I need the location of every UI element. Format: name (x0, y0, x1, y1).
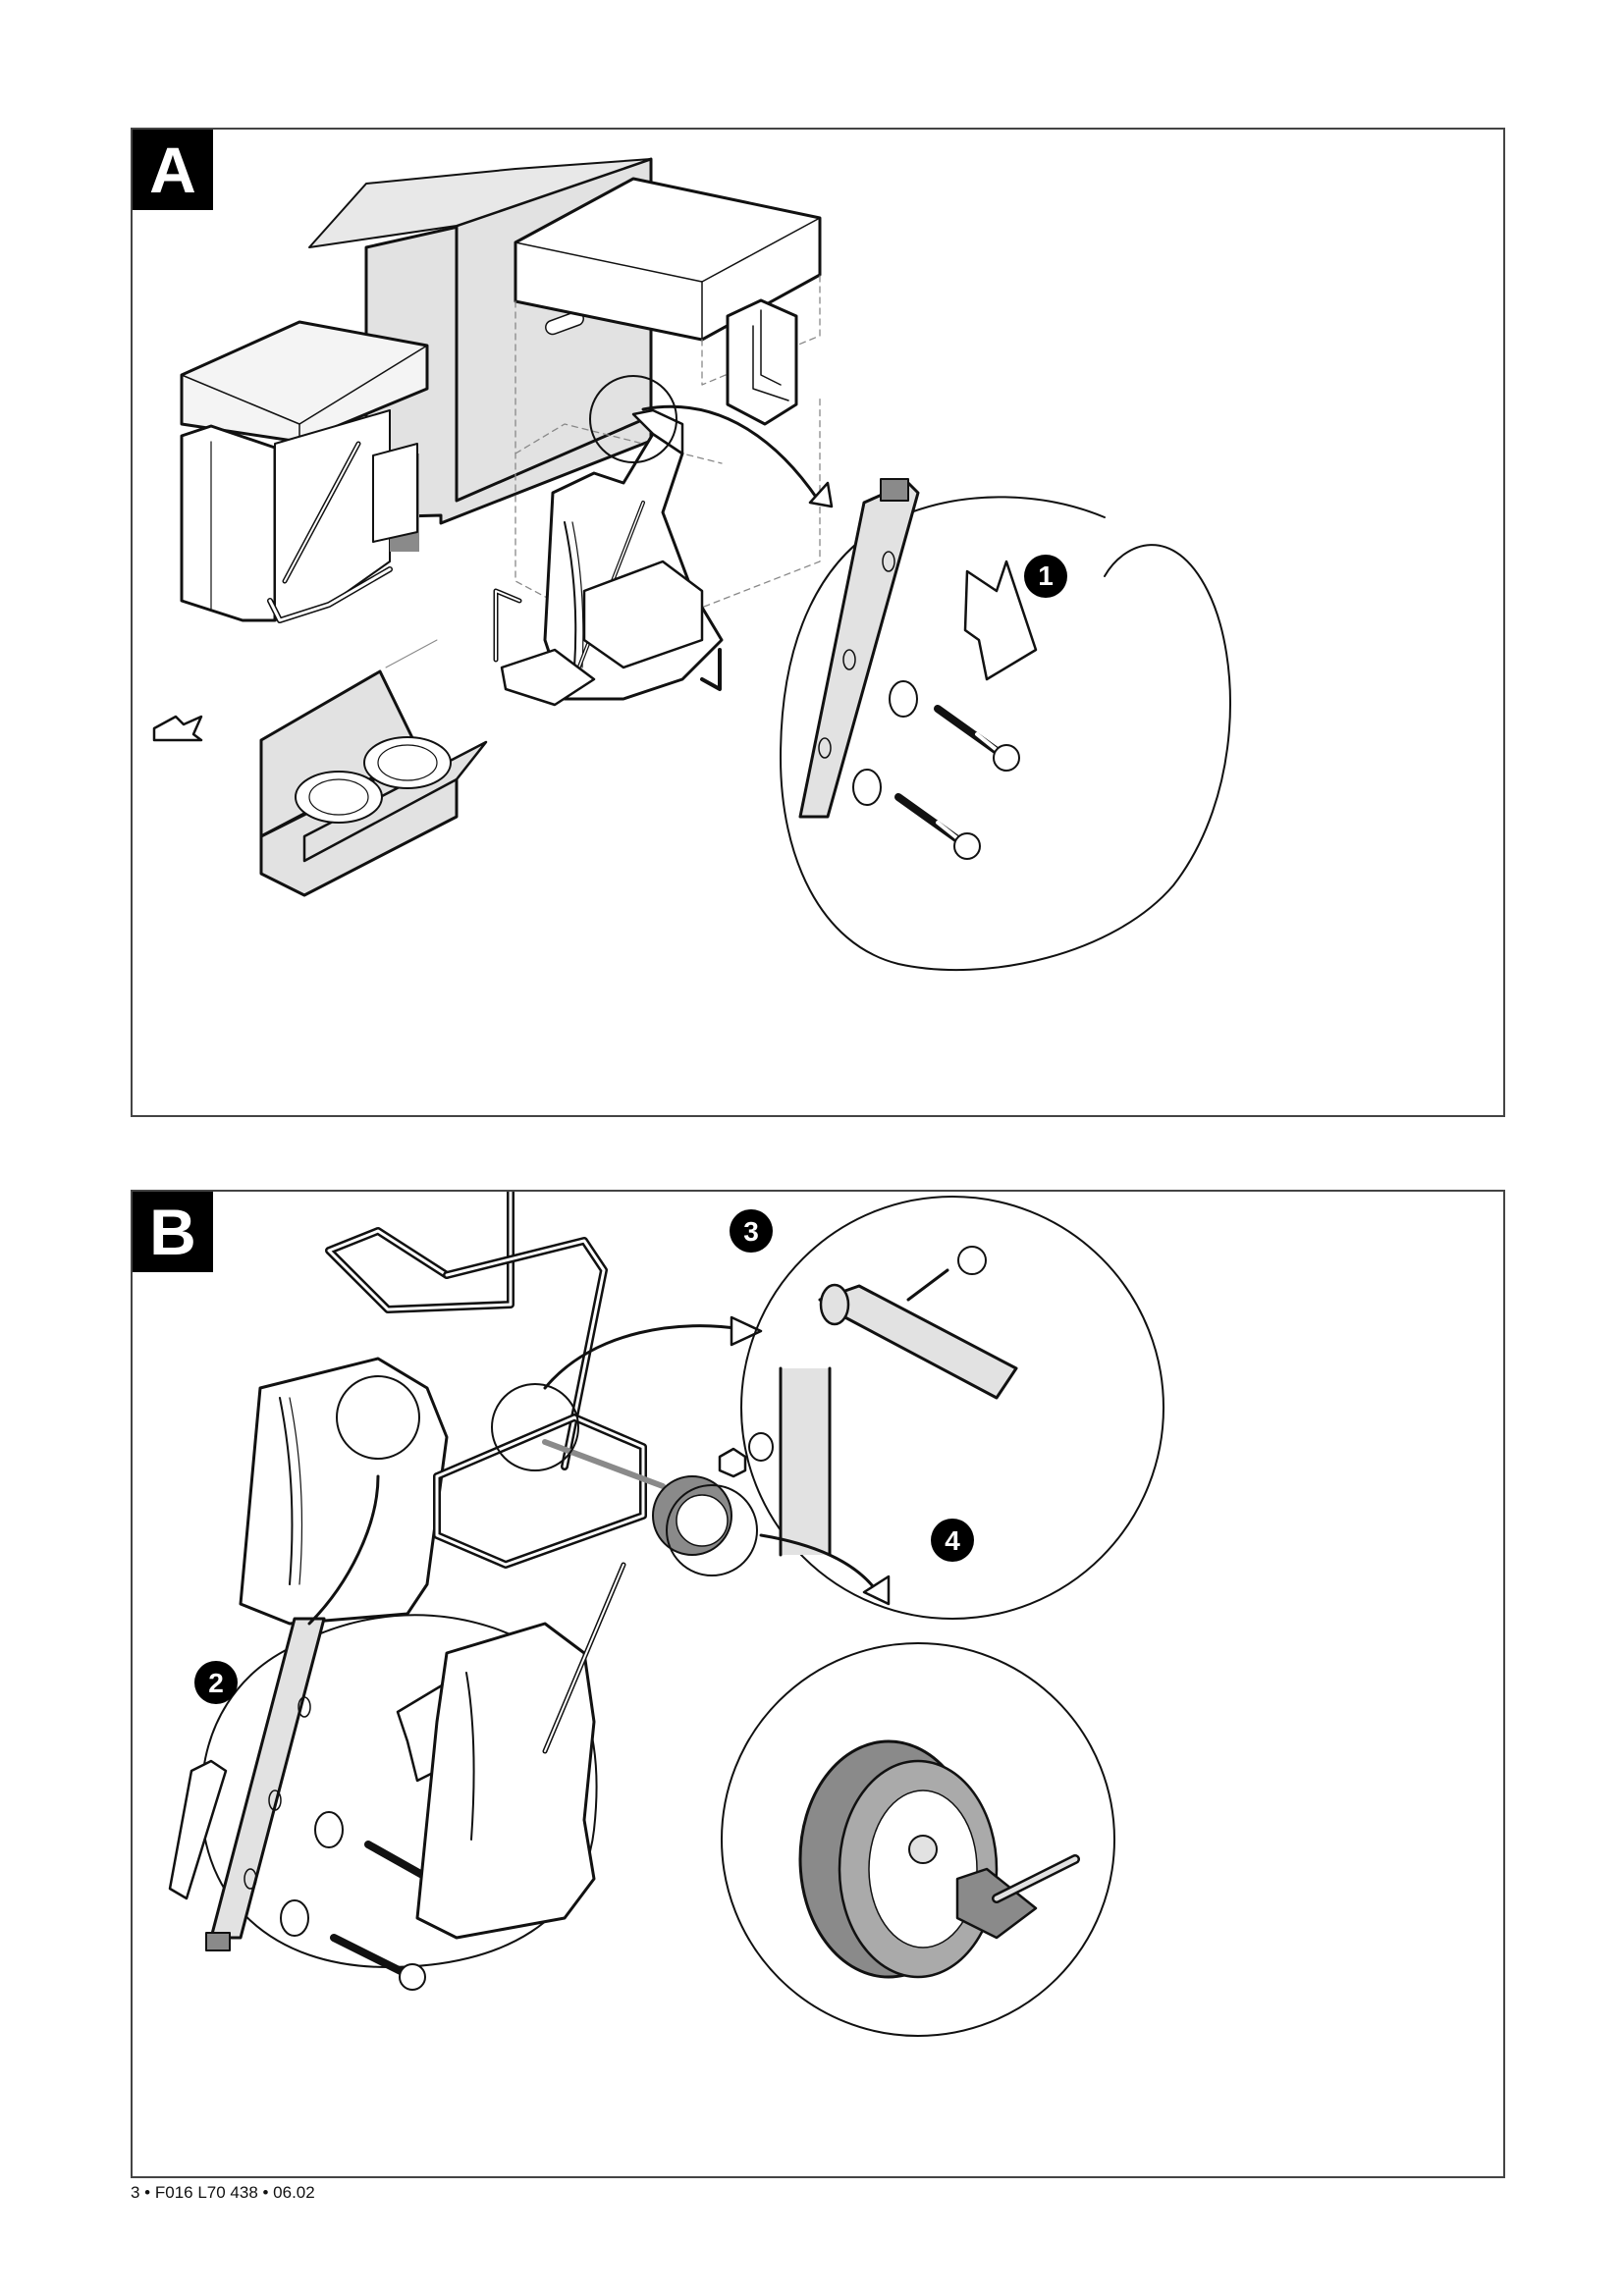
step-number-2: 2 (208, 1668, 224, 1698)
detail-1 (780, 478, 1231, 972)
filter-box-part (259, 639, 488, 897)
detail-2 (168, 1474, 598, 1991)
page-footer: 3 • F016 L70 438 • 06.02 (131, 2183, 315, 2202)
grass-box-part (493, 375, 724, 707)
panel-label-b: B (133, 1192, 213, 1272)
direction-arrow-icon (963, 560, 1038, 681)
pull-out-arrow-icon (152, 715, 203, 742)
panel-label-a: A (133, 130, 213, 210)
step-badge-1: 1 (1024, 555, 1067, 598)
callout-arrow (307, 1474, 380, 1626)
upper-handle (325, 1192, 608, 1470)
panel-a-illustration: 1 (152, 157, 1231, 972)
step-number-4: 4 (945, 1525, 960, 1556)
step-badge-2: 2 (194, 1661, 238, 1704)
lid-part (514, 177, 822, 342)
grass-box-left (239, 1357, 449, 1626)
step-number-3: 3 (743, 1216, 759, 1247)
step-number-1: 1 (1038, 561, 1054, 591)
step-badge-4: 4 (931, 1519, 974, 1562)
detail-callout-circle (589, 375, 677, 463)
step-badge-3: 3 (730, 1209, 773, 1253)
detail-callout-circle (336, 1375, 420, 1460)
callout-arrow (759, 1533, 881, 1596)
detail-3 (718, 1196, 1164, 1620)
callout-arrow (641, 404, 822, 505)
chassis-assembly (415, 1383, 758, 1940)
detail-4 (721, 1642, 1115, 2037)
detail-callout-circle (666, 1484, 758, 1576)
callout-arrow (543, 1324, 743, 1390)
hammer-icon (955, 1867, 1038, 1940)
spacer-part (726, 298, 798, 426)
panel-b: B (131, 1190, 1505, 2178)
carton-with-machine (152, 157, 653, 742)
panel-b-illustration: 2 (168, 1192, 1164, 2037)
detail-callout-circle (491, 1383, 579, 1471)
panel-a: A (131, 128, 1505, 1117)
